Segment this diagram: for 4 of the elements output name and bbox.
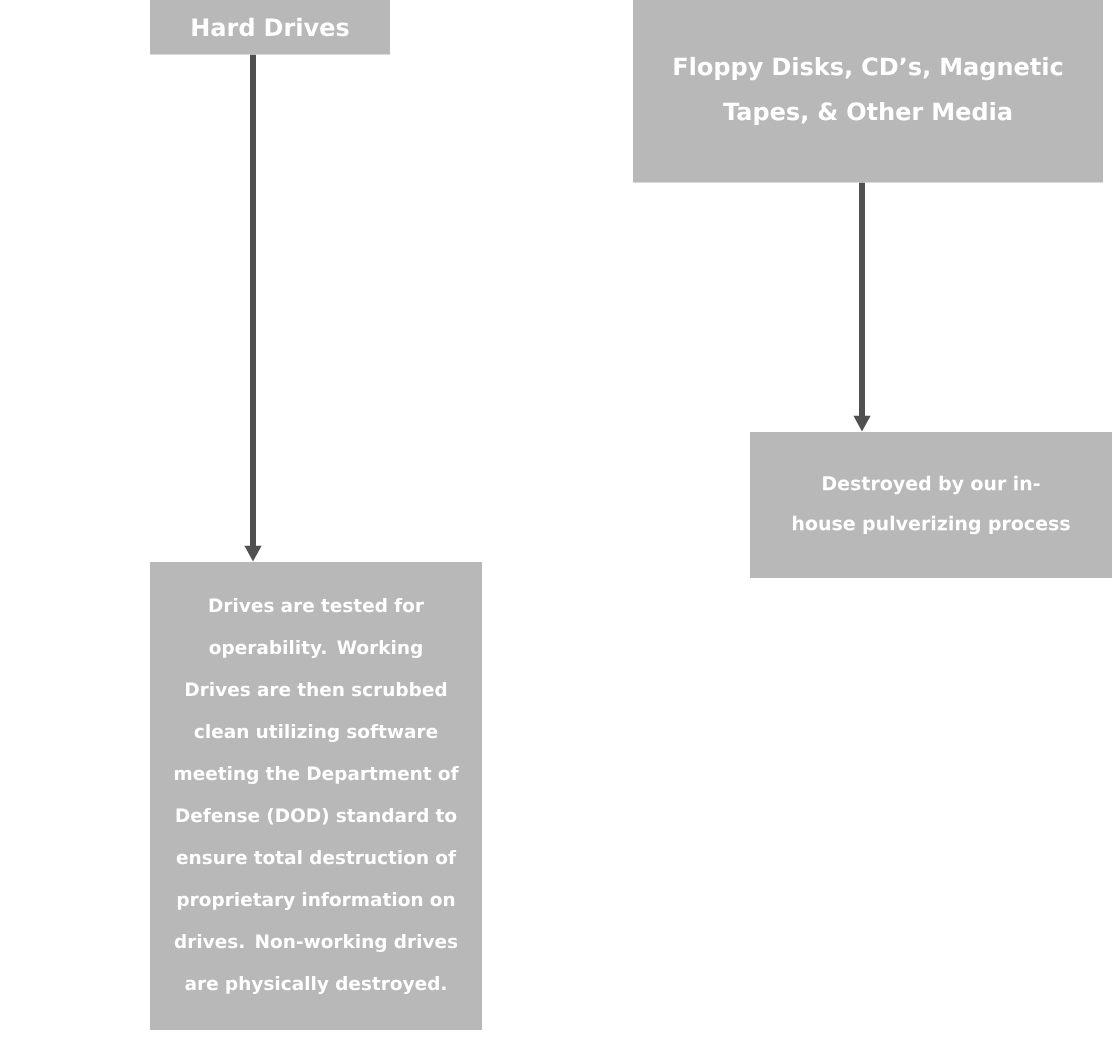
process-box: Floppy Disks, CD’s, Magnetic Tapes, & Other Media [633, 0, 1103, 183]
process-box: Drives are tested for operability. Working Drives are then scrubbed clean utilizing software meeting the Department of Defense (DOD) standard to ensure total destruction of proprietary information on drives. Non-working drives are physically destroyed. [150, 562, 482, 1030]
process-box: Hard Drives [150, 0, 390, 55]
process-box: Destroyed by our in-house pulverizing process [750, 432, 1112, 578]
